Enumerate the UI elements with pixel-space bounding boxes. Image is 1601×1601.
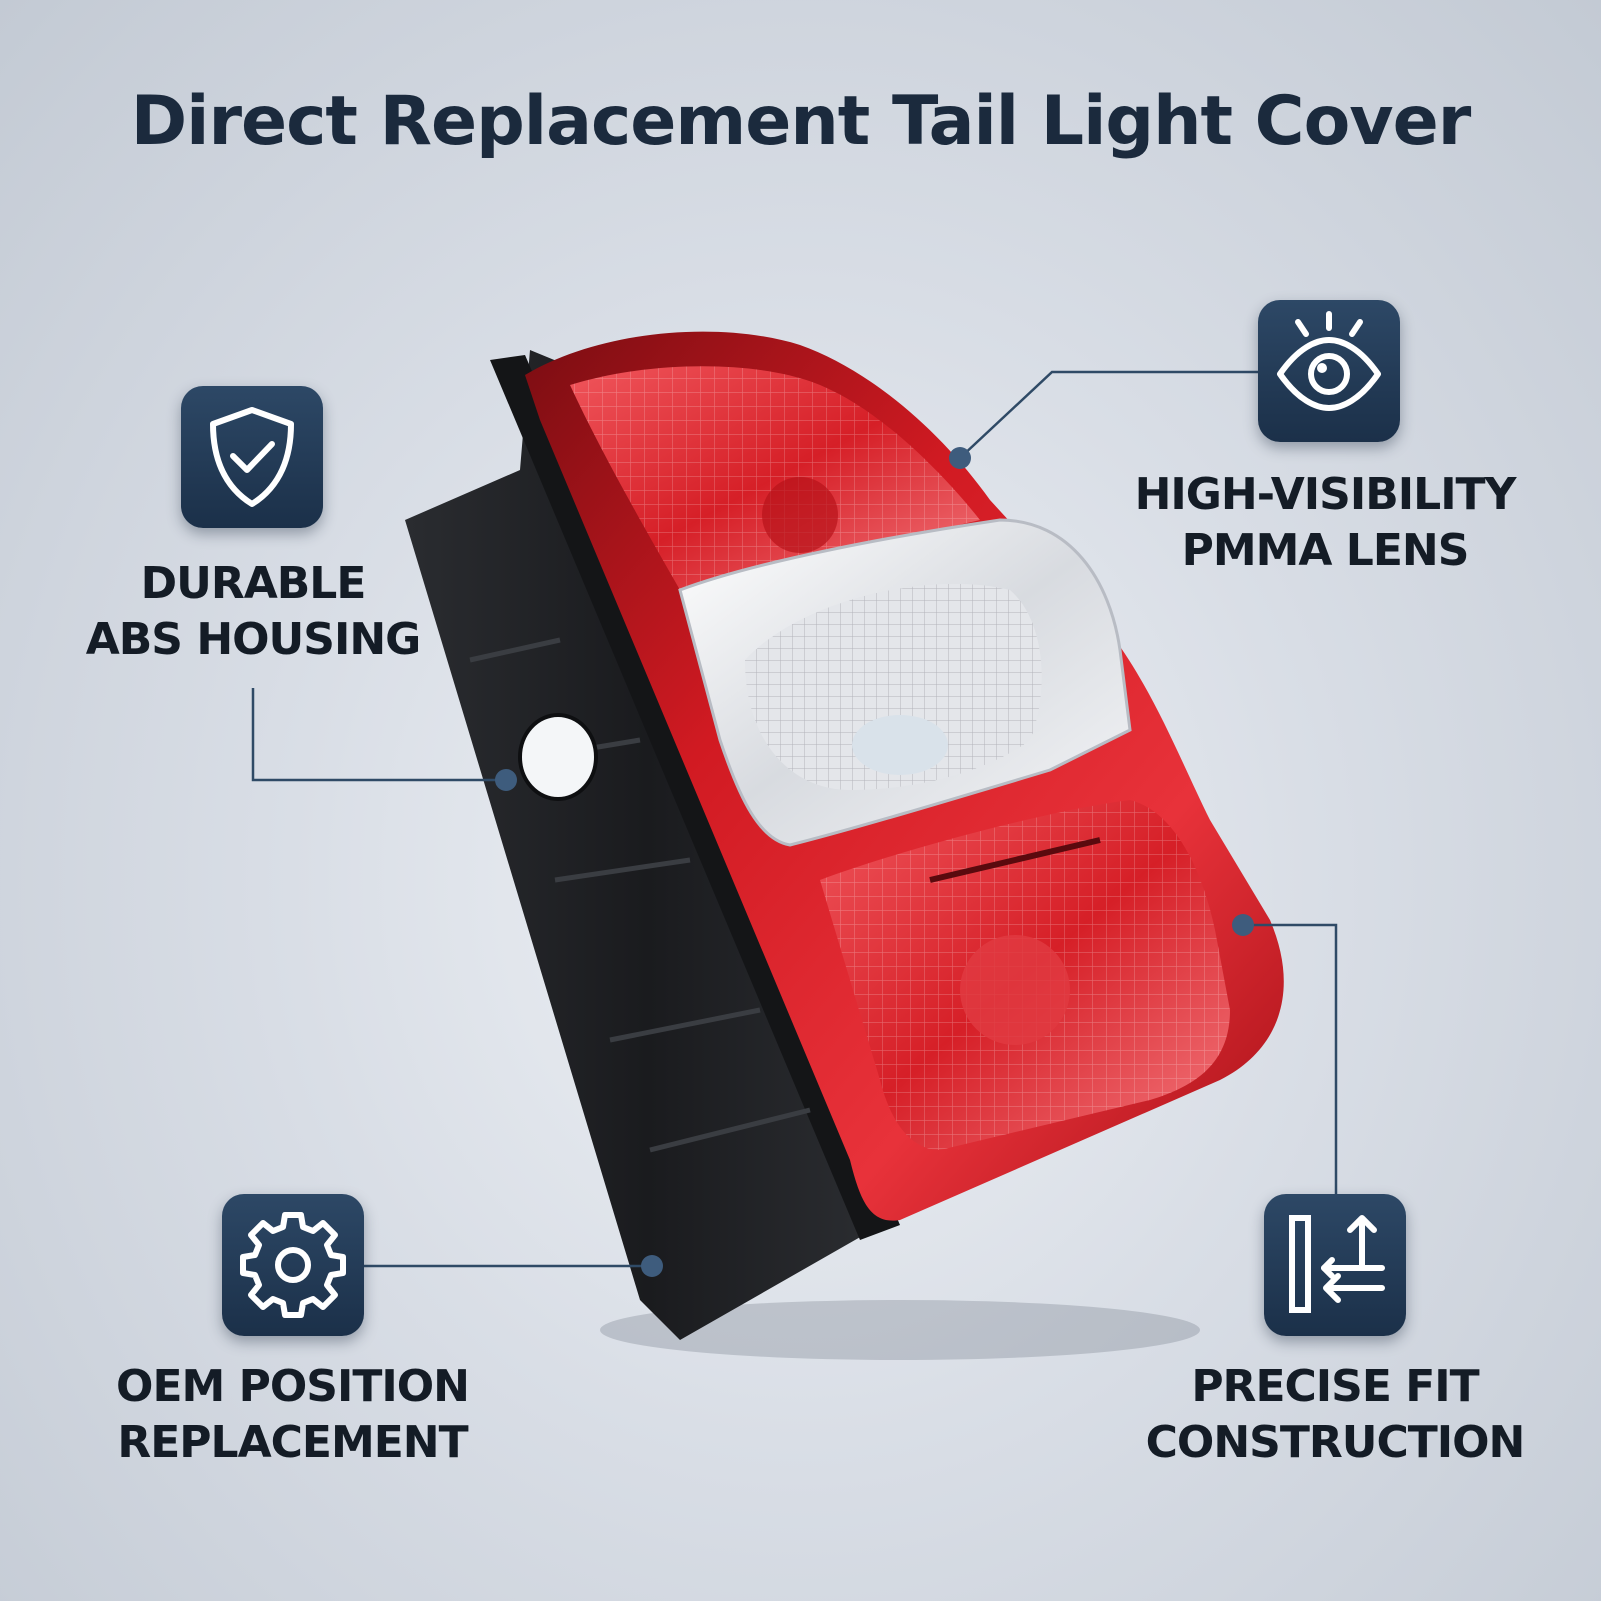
gear-icon [240,1212,346,1318]
measure-fit-icon [1289,1215,1385,1313]
feature-label-lens: HIGH-VISIBILITY PMMA LENS [1130,467,1520,579]
feature-label-housing: DURABLE ABS HOUSING [64,556,442,668]
feature-housing-line1: DURABLE [140,558,367,609]
feature-badge-lens [1258,300,1400,442]
feature-lens-line2: PMMA LENS [1181,525,1470,576]
feature-lens-line1: HIGH-VISIBILITY [1134,469,1517,520]
page-title: Direct Replacement Tail Light Cover [130,82,1472,161]
feature-badge-housing [181,386,323,528]
feature-label-fit: PRECISE FIT CONSTRUCTION [1130,1359,1540,1471]
feature-label-oem: OEM POSITION REPLACEMENT [100,1359,485,1471]
feature-oem-line2: REPLACEMENT [117,1417,468,1468]
feature-badge-fit [1264,1194,1406,1336]
feature-fit-line2: CONSTRUCTION [1145,1417,1526,1468]
feature-fit-line1: PRECISE FIT [1191,1361,1479,1412]
shield-check-icon [210,407,294,507]
feature-oem-line1: OEM POSITION [116,1361,470,1412]
feature-badge-oem [222,1194,364,1336]
eye-icon [1277,311,1381,411]
feature-housing-line2: ABS HOUSING [85,614,422,665]
